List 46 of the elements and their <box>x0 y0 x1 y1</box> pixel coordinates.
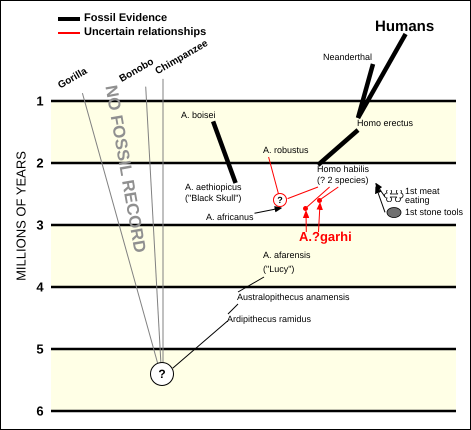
taxon-label: A. aethiopicus ("Black Skull") <box>185 182 265 204</box>
lineage-line <box>238 276 264 292</box>
legend-label: Fossil Evidence <box>84 12 168 24</box>
lineage-line <box>268 156 280 195</box>
taxon-label: Ardipithecus ramidus <box>227 313 312 325</box>
arrow <box>375 186 386 213</box>
lineage-line <box>82 92 158 365</box>
question-circle: ? <box>273 193 287 207</box>
fossil-lineage-line <box>356 32 408 120</box>
lineage-line <box>162 78 164 364</box>
fossil-lineage-line <box>356 63 376 119</box>
lineage-line <box>228 304 238 314</box>
taxon-label: Australopithecus anamensis <box>237 291 350 303</box>
taxon-label: Homo erectus <box>357 117 414 129</box>
axis-tick-label: 2 <box>36 156 44 170</box>
taxon-label: A.?garhi <box>299 231 352 243</box>
taxon-label: Humans <box>375 21 434 33</box>
lineage-line <box>306 186 330 208</box>
lineage-line <box>320 186 339 200</box>
arrow <box>254 206 282 214</box>
axis-tick-label: 1 <box>36 94 44 108</box>
annotation-label: 1st meat eating <box>405 187 441 205</box>
fossil-lineage-line <box>316 128 360 167</box>
axis-title: MILLIONS OF YEARS <box>14 151 28 281</box>
axis-tick-label: 6 <box>36 404 44 418</box>
annotation-label: 1st stone tools <box>405 206 464 218</box>
lineage-line <box>172 320 228 369</box>
arrow <box>302 210 310 232</box>
taxon-label: Neanderthal <box>323 51 372 63</box>
taxon-label: Homo habilis (? 2 species) <box>317 164 375 186</box>
legend-label: Uncertain relationships <box>84 26 206 38</box>
taxon-label: A. boisei <box>181 109 216 121</box>
axis-tick-label: 4 <box>36 280 44 294</box>
fossil-dot <box>302 206 308 210</box>
taxon-label: A. africanus <box>206 211 254 223</box>
taxon-label: A. robustus <box>263 144 309 156</box>
annotation-text: NO FOSSIL RECORD <box>100 84 150 254</box>
arrow <box>375 182 386 198</box>
fossil-lineage-line <box>210 120 238 184</box>
axis-tick-label: 3 <box>36 218 44 232</box>
arrow <box>316 202 323 232</box>
lineage-line <box>145 86 162 364</box>
fossil-dot <box>316 198 322 202</box>
axis-tick-label: 5 <box>36 342 44 356</box>
lineage-line <box>287 186 318 200</box>
taxon-label: A. afarensis ("Lucy") <box>263 248 323 276</box>
